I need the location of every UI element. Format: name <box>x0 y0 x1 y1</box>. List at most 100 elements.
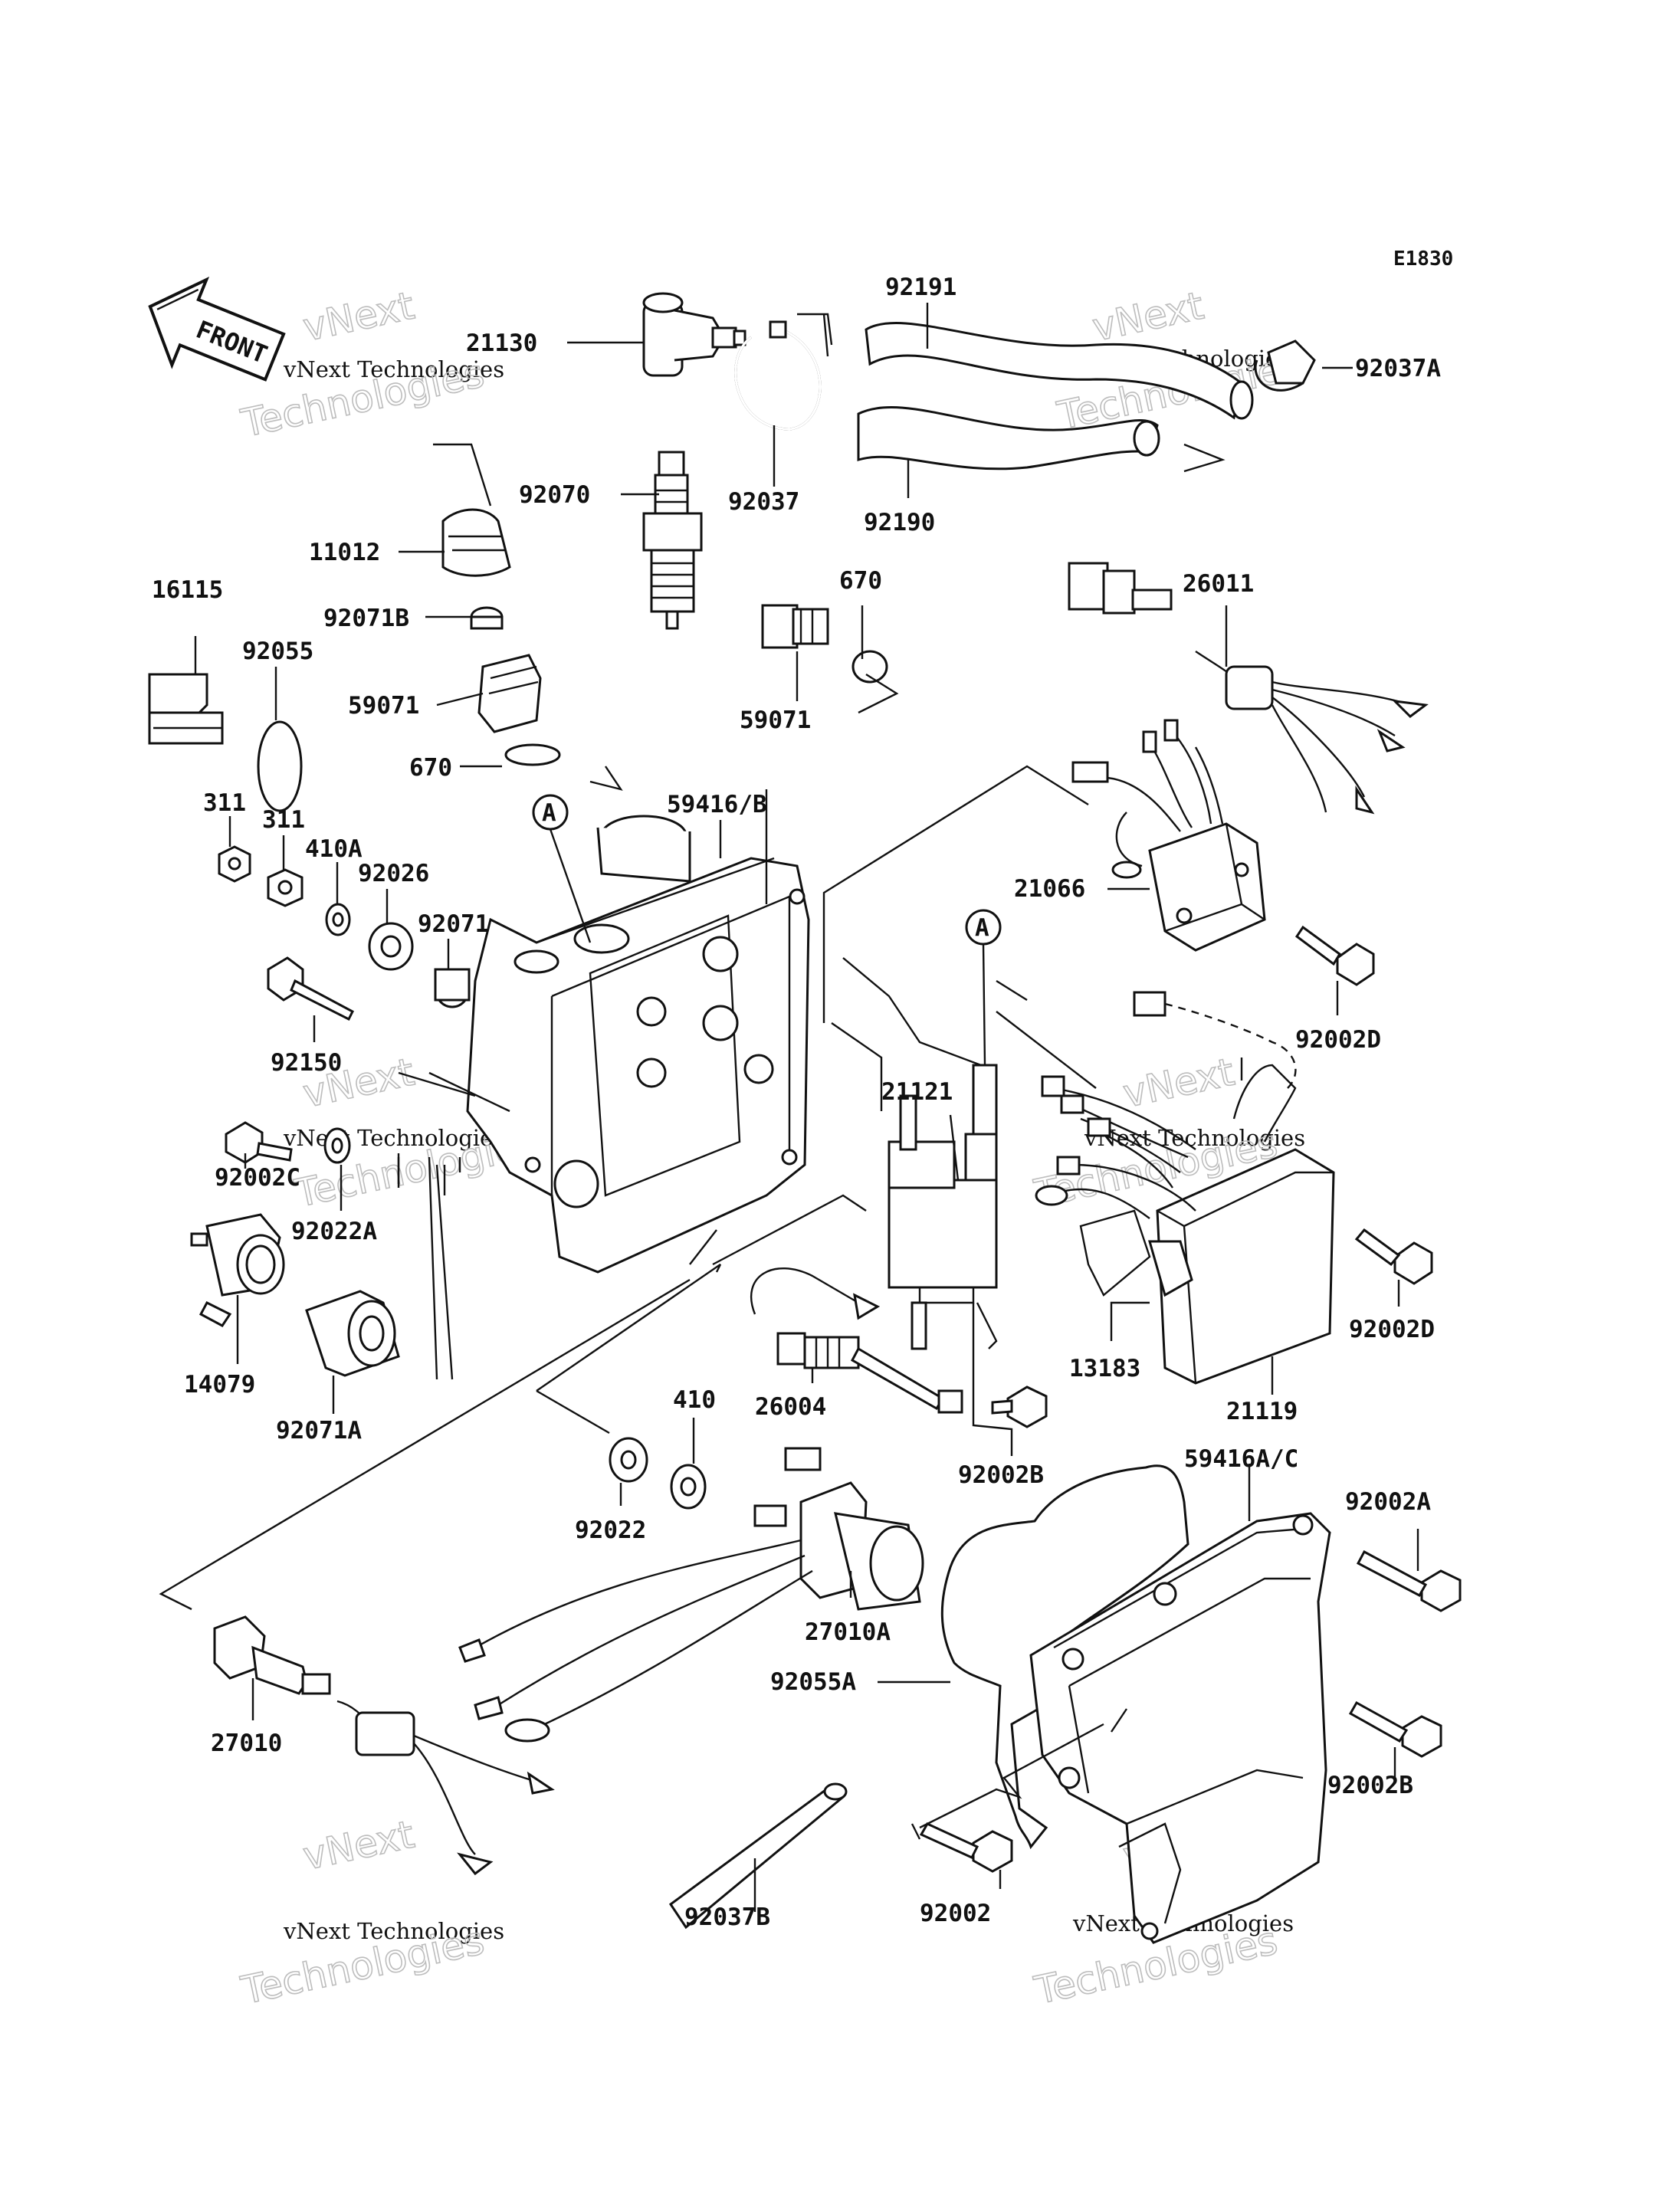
part-label: 92002 <box>920 1900 991 1927</box>
nut-311-b <box>267 868 304 907</box>
part-label: 92037 <box>728 488 799 516</box>
part-labels: 21130 92191 92037A 92070 92037 92190 110… <box>152 274 1441 1931</box>
part-label: 670 <box>409 754 452 782</box>
part-label: 59071 <box>740 707 811 734</box>
o-ring-92055 <box>257 720 303 812</box>
part-label: 92037A <box>1355 355 1441 382</box>
fitting-left <box>477 654 542 733</box>
watermark-ghost: vNext <box>1119 1050 1238 1117</box>
part-label: 92026 <box>358 860 429 887</box>
hose-upper <box>865 322 1254 420</box>
part-label: 92002A <box>1345 1488 1431 1516</box>
nut-311-a <box>218 845 251 883</box>
ignition-coil <box>888 1064 998 1350</box>
thermistor-26004 <box>750 1267 963 1414</box>
part-label: 92002D <box>1295 1026 1381 1054</box>
part-label: 21130 <box>466 330 537 357</box>
bolt-92002D-lower <box>1354 1228 1433 1285</box>
ref-marker-text: A <box>542 799 556 827</box>
grommet-92071 <box>434 968 471 1008</box>
spacer-92026 <box>368 922 414 971</box>
part-label: 21121 <box>881 1078 953 1106</box>
washer-92022 <box>609 1437 648 1483</box>
leader-lines <box>194 303 1419 1912</box>
part-label: 11012 <box>309 539 380 566</box>
part-label: 92071 <box>418 910 489 938</box>
washer-92022A <box>323 1127 351 1164</box>
o-ring-670-right <box>851 650 888 684</box>
watermark-text: vNext Technologies <box>283 356 504 382</box>
part-label: 14079 <box>184 1371 255 1399</box>
part-label: 59416A/C <box>1184 1445 1298 1473</box>
sensor-27010 <box>213 1615 555 1876</box>
part-label: 92191 <box>885 274 956 301</box>
part-label: 92002B <box>958 1461 1044 1489</box>
part-label: 16115 <box>152 576 223 604</box>
part-label: 59071 <box>348 692 419 720</box>
part-label: 92150 <box>271 1049 342 1077</box>
electric-case-body <box>466 815 810 1274</box>
part-label: 92070 <box>519 481 590 509</box>
grommet-small <box>470 606 504 630</box>
watermark-ghost: vNext <box>299 284 418 350</box>
part-label: 26004 <box>755 1393 826 1421</box>
part-label: 410 <box>673 1386 716 1414</box>
washer-410A <box>325 903 351 936</box>
part-label: 59416/B <box>667 791 767 818</box>
bushing-92071A <box>305 1290 400 1377</box>
bolt-92002A <box>1356 1549 1462 1612</box>
watermark-text: vNext Technologies <box>283 1125 504 1151</box>
watermark-ghost: vNext <box>299 1812 418 1879</box>
ref-marker-text: A <box>975 914 989 942</box>
part-label: 21119 <box>1226 1398 1298 1425</box>
cdi-unit <box>1035 991 1335 1385</box>
band-clamp <box>734 320 822 431</box>
hose-lower <box>857 406 1160 471</box>
ref-marker-a-right: A <box>965 909 1002 1066</box>
solenoid-27010A <box>458 1447 924 1743</box>
case-cover <box>1029 1512 1331 1944</box>
gasket-92055A <box>940 1464 1189 1850</box>
diagram-code: E1830 <box>1393 248 1453 271</box>
fitting-right <box>761 604 829 649</box>
bolt-92002B-upper <box>991 1385 1048 1428</box>
bolt-92002D-upper <box>1294 925 1375 986</box>
spark-plug-cap <box>642 292 746 377</box>
sensor-26011 <box>1068 562 1429 815</box>
o-ring-670-left <box>504 743 561 766</box>
part-label: 92002C <box>215 1164 300 1192</box>
ref-marker-a-left: A <box>532 794 592 943</box>
part-label: 670 <box>839 567 882 595</box>
part-label: 92055 <box>242 638 313 665</box>
part-label: 92190 <box>864 509 935 536</box>
bolt-92002B-lower <box>1348 1700 1442 1758</box>
part-label: 92022 <box>575 1517 646 1544</box>
spark-plug <box>642 451 703 630</box>
assembly-lines <box>159 313 1243 1840</box>
part-label: 410A <box>305 835 363 863</box>
watermark-ghost: vNext <box>1088 284 1207 350</box>
part-label: 92037B <box>684 1904 770 1931</box>
part-label: 21066 <box>1014 875 1085 903</box>
part-label: 311 <box>262 806 305 834</box>
bolt-92150 <box>267 956 354 1021</box>
rubber-cap <box>441 508 511 577</box>
regulator-21066 <box>1071 719 1266 952</box>
washer-410 <box>670 1464 707 1510</box>
front-arrow-icon: FRONT <box>148 276 286 382</box>
bolt-92002C <box>225 1121 293 1164</box>
part-label: 92022A <box>291 1218 377 1245</box>
part-label: 92002D <box>1349 1316 1435 1343</box>
part-label: 92071B <box>323 605 409 632</box>
sensor-14079 <box>190 1213 285 1327</box>
drain-plug <box>148 673 224 745</box>
watermark-top-left: vNext vNext Technologies Technologies <box>237 283 504 447</box>
bolt-92002 <box>919 1822 1013 1873</box>
part-label: 27010A <box>805 1618 891 1646</box>
part-label: 27010 <box>211 1730 282 1757</box>
hose-clip <box>1254 339 1316 392</box>
part-label: 13183 <box>1069 1355 1140 1382</box>
part-label: 92055A <box>770 1668 856 1696</box>
part-label: 92002B <box>1327 1772 1413 1799</box>
